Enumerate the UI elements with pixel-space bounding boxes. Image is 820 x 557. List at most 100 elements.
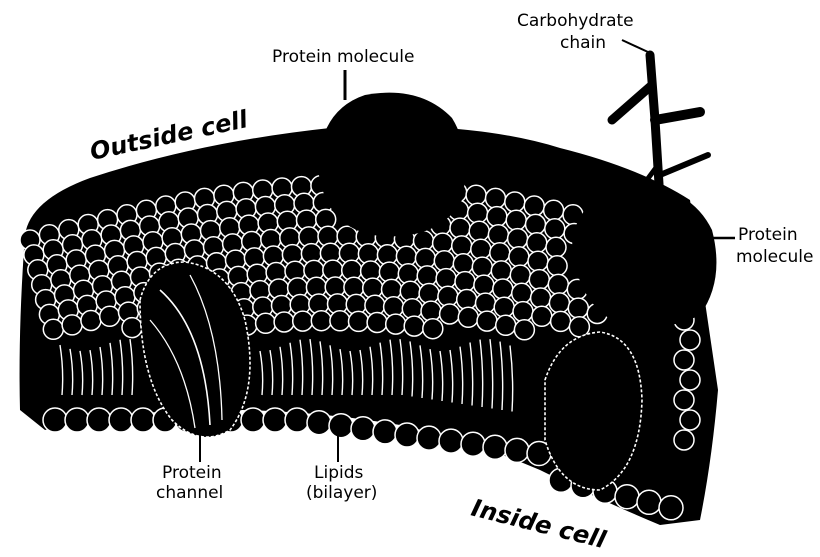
lipid-head xyxy=(637,490,661,514)
lipid-head xyxy=(241,408,265,432)
lipid-head xyxy=(545,219,565,239)
lipid-head xyxy=(122,318,142,338)
lipid-head xyxy=(438,286,458,306)
lipid-head xyxy=(414,231,434,251)
lipid-head xyxy=(471,239,491,259)
lipid-head xyxy=(547,256,567,276)
label-lipids-line1: Lipids xyxy=(314,463,363,483)
lipid-head xyxy=(488,225,508,245)
lipid-head xyxy=(487,207,507,227)
lipid-head xyxy=(87,408,111,432)
lipid-head xyxy=(450,218,470,238)
lipid-head xyxy=(505,438,529,462)
lipid-head xyxy=(615,485,639,509)
lipid-head xyxy=(434,251,454,271)
lipid-head xyxy=(417,266,437,286)
label-protein-channel-line2: channel xyxy=(156,483,223,503)
lipid-head xyxy=(674,350,694,370)
lipid-head xyxy=(100,306,120,326)
protein-molecule-top-shape xyxy=(318,93,465,237)
lipid-head xyxy=(349,311,369,331)
lipid-head xyxy=(311,311,331,331)
lipid-head xyxy=(373,420,397,444)
lipid-head xyxy=(531,288,551,308)
lipid-head xyxy=(330,311,350,331)
lipid-head xyxy=(469,221,489,241)
lipid-head xyxy=(526,214,546,234)
lipid-head xyxy=(569,317,589,337)
lipid-head xyxy=(43,408,67,432)
label-protein-channel-line1: Protein xyxy=(162,463,222,483)
lipid-head xyxy=(109,408,133,432)
lipid-head xyxy=(674,390,694,410)
lipid-head xyxy=(367,313,387,333)
lipid-head xyxy=(659,496,683,520)
lipid-head xyxy=(461,432,485,456)
lipid-head xyxy=(285,408,309,432)
lipid-head xyxy=(62,315,82,335)
lipid-head xyxy=(546,237,566,257)
label-protein-molecule-right-line2: molecule xyxy=(736,247,813,267)
lipid-head xyxy=(423,319,443,339)
lipid-head xyxy=(490,243,510,263)
lipid-head xyxy=(544,200,564,220)
lipid-head xyxy=(351,417,375,441)
label-inside-cell: Inside cell xyxy=(469,494,610,555)
lipid-head xyxy=(386,314,406,334)
lipid-head xyxy=(493,279,513,299)
lipid-head xyxy=(512,283,532,303)
lipid-head xyxy=(510,265,530,285)
lipid-head xyxy=(494,297,514,317)
lipid-head xyxy=(256,313,276,333)
lipid-head xyxy=(43,319,63,339)
lipid-head xyxy=(476,293,496,313)
lipid-head xyxy=(263,408,287,432)
lipid-head xyxy=(551,311,571,331)
label-carbohydrate-line2: chain xyxy=(560,33,606,53)
carbohydrate-chain-pointer xyxy=(622,40,648,52)
lipid-head xyxy=(419,284,439,304)
lipid-head xyxy=(307,411,331,435)
lipid-head xyxy=(483,435,507,459)
lipid-head xyxy=(508,229,528,249)
lipid-head xyxy=(452,236,472,256)
lipid-head xyxy=(491,261,511,281)
lipid-head xyxy=(472,257,492,277)
lipid-head xyxy=(131,408,155,432)
lipid-head xyxy=(395,423,419,447)
lipid-head xyxy=(548,274,568,294)
lipid-head xyxy=(440,304,460,324)
lipid-head xyxy=(457,290,477,310)
lipid-head xyxy=(81,311,101,331)
lipid-head xyxy=(433,233,453,253)
lipid-head xyxy=(680,410,700,430)
lipid-head xyxy=(514,320,534,340)
lipid-head xyxy=(505,192,525,212)
lipid-head xyxy=(524,196,544,216)
lipid-head xyxy=(680,330,700,350)
lipid-head xyxy=(468,203,488,223)
lipid-head xyxy=(65,408,89,432)
lipid-head xyxy=(455,272,475,292)
lipid-head xyxy=(293,311,313,331)
lipid-head xyxy=(486,188,506,208)
lipid-head xyxy=(421,301,441,321)
label-lipids-line2: (bilayer) xyxy=(306,483,377,503)
lipid-head xyxy=(404,316,424,336)
lipid-head xyxy=(532,306,552,326)
lipid-head xyxy=(528,251,548,271)
lipid-head xyxy=(549,293,569,313)
lipid-head xyxy=(458,307,478,327)
lipid-head xyxy=(439,429,463,453)
lipid-head xyxy=(477,311,497,331)
lipid-head xyxy=(329,414,353,438)
lipid-head xyxy=(529,270,549,290)
lipid-head xyxy=(474,275,494,295)
lipid-head xyxy=(417,426,441,450)
lipid-head xyxy=(466,185,486,205)
lipid-head xyxy=(453,254,473,274)
lipid-head xyxy=(680,370,700,390)
label-carbohydrate-line1: Carbohydrate xyxy=(517,11,634,31)
lipid-head xyxy=(506,210,526,230)
